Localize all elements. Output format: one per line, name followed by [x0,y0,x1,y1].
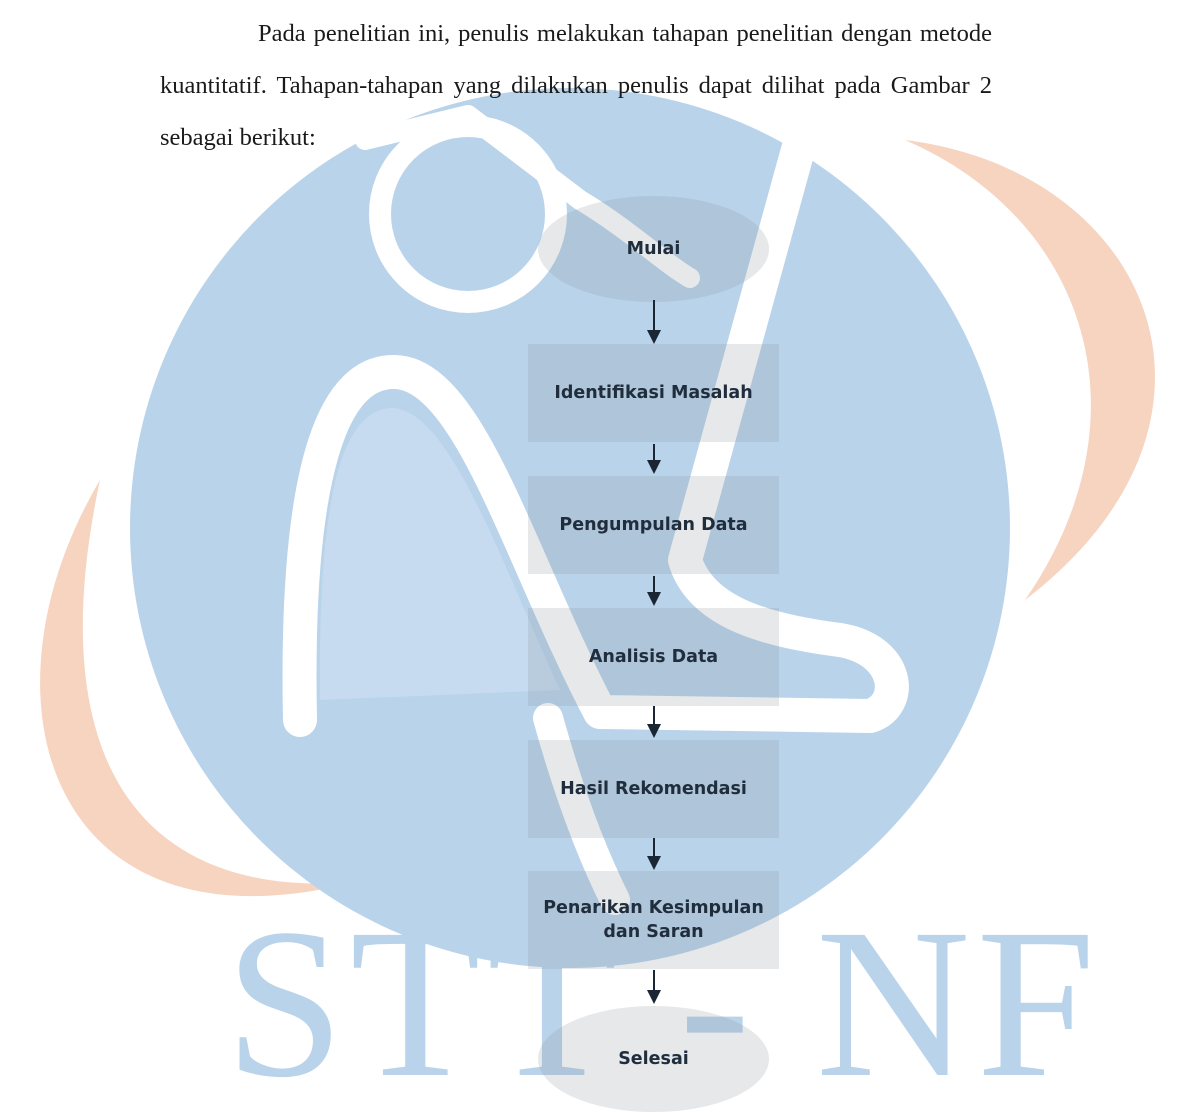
flow-arrow-1 [646,300,662,344]
flow-step-analisis: Analisis Data [528,608,779,706]
watermark-orange-arc [905,140,1155,600]
flow-arrow-5 [646,838,662,870]
watermark-blue-disk [130,88,1010,968]
intro-paragraph: Pada penelitian ini, penulis melakukan t… [160,20,992,151]
flow-arrow-6 [646,970,662,1004]
watermark-body-line [282,53,909,737]
flow-end-node: Selesai [538,1006,769,1112]
flow-arrow-2 [646,444,662,474]
flow-arrow-3 [646,576,662,606]
flow-step-hasil: Hasil Rekomendasi [528,740,779,838]
flow-step-identifikasi: Identifikasi Masalah [528,344,779,442]
flow-step-penarikan: Penarikan Kesimpulan dan Saran [528,871,779,969]
watermark-figure-fill [319,408,560,700]
flow-start-node: Mulai [538,196,769,302]
watermark-leg-line [533,703,630,915]
flow-step-pengumpulan: Pengumpulan Data [528,476,779,574]
watermark-cap-line [355,105,700,288]
flow-arrow-4 [646,706,662,738]
watermark-orange-arc-left [40,480,356,897]
